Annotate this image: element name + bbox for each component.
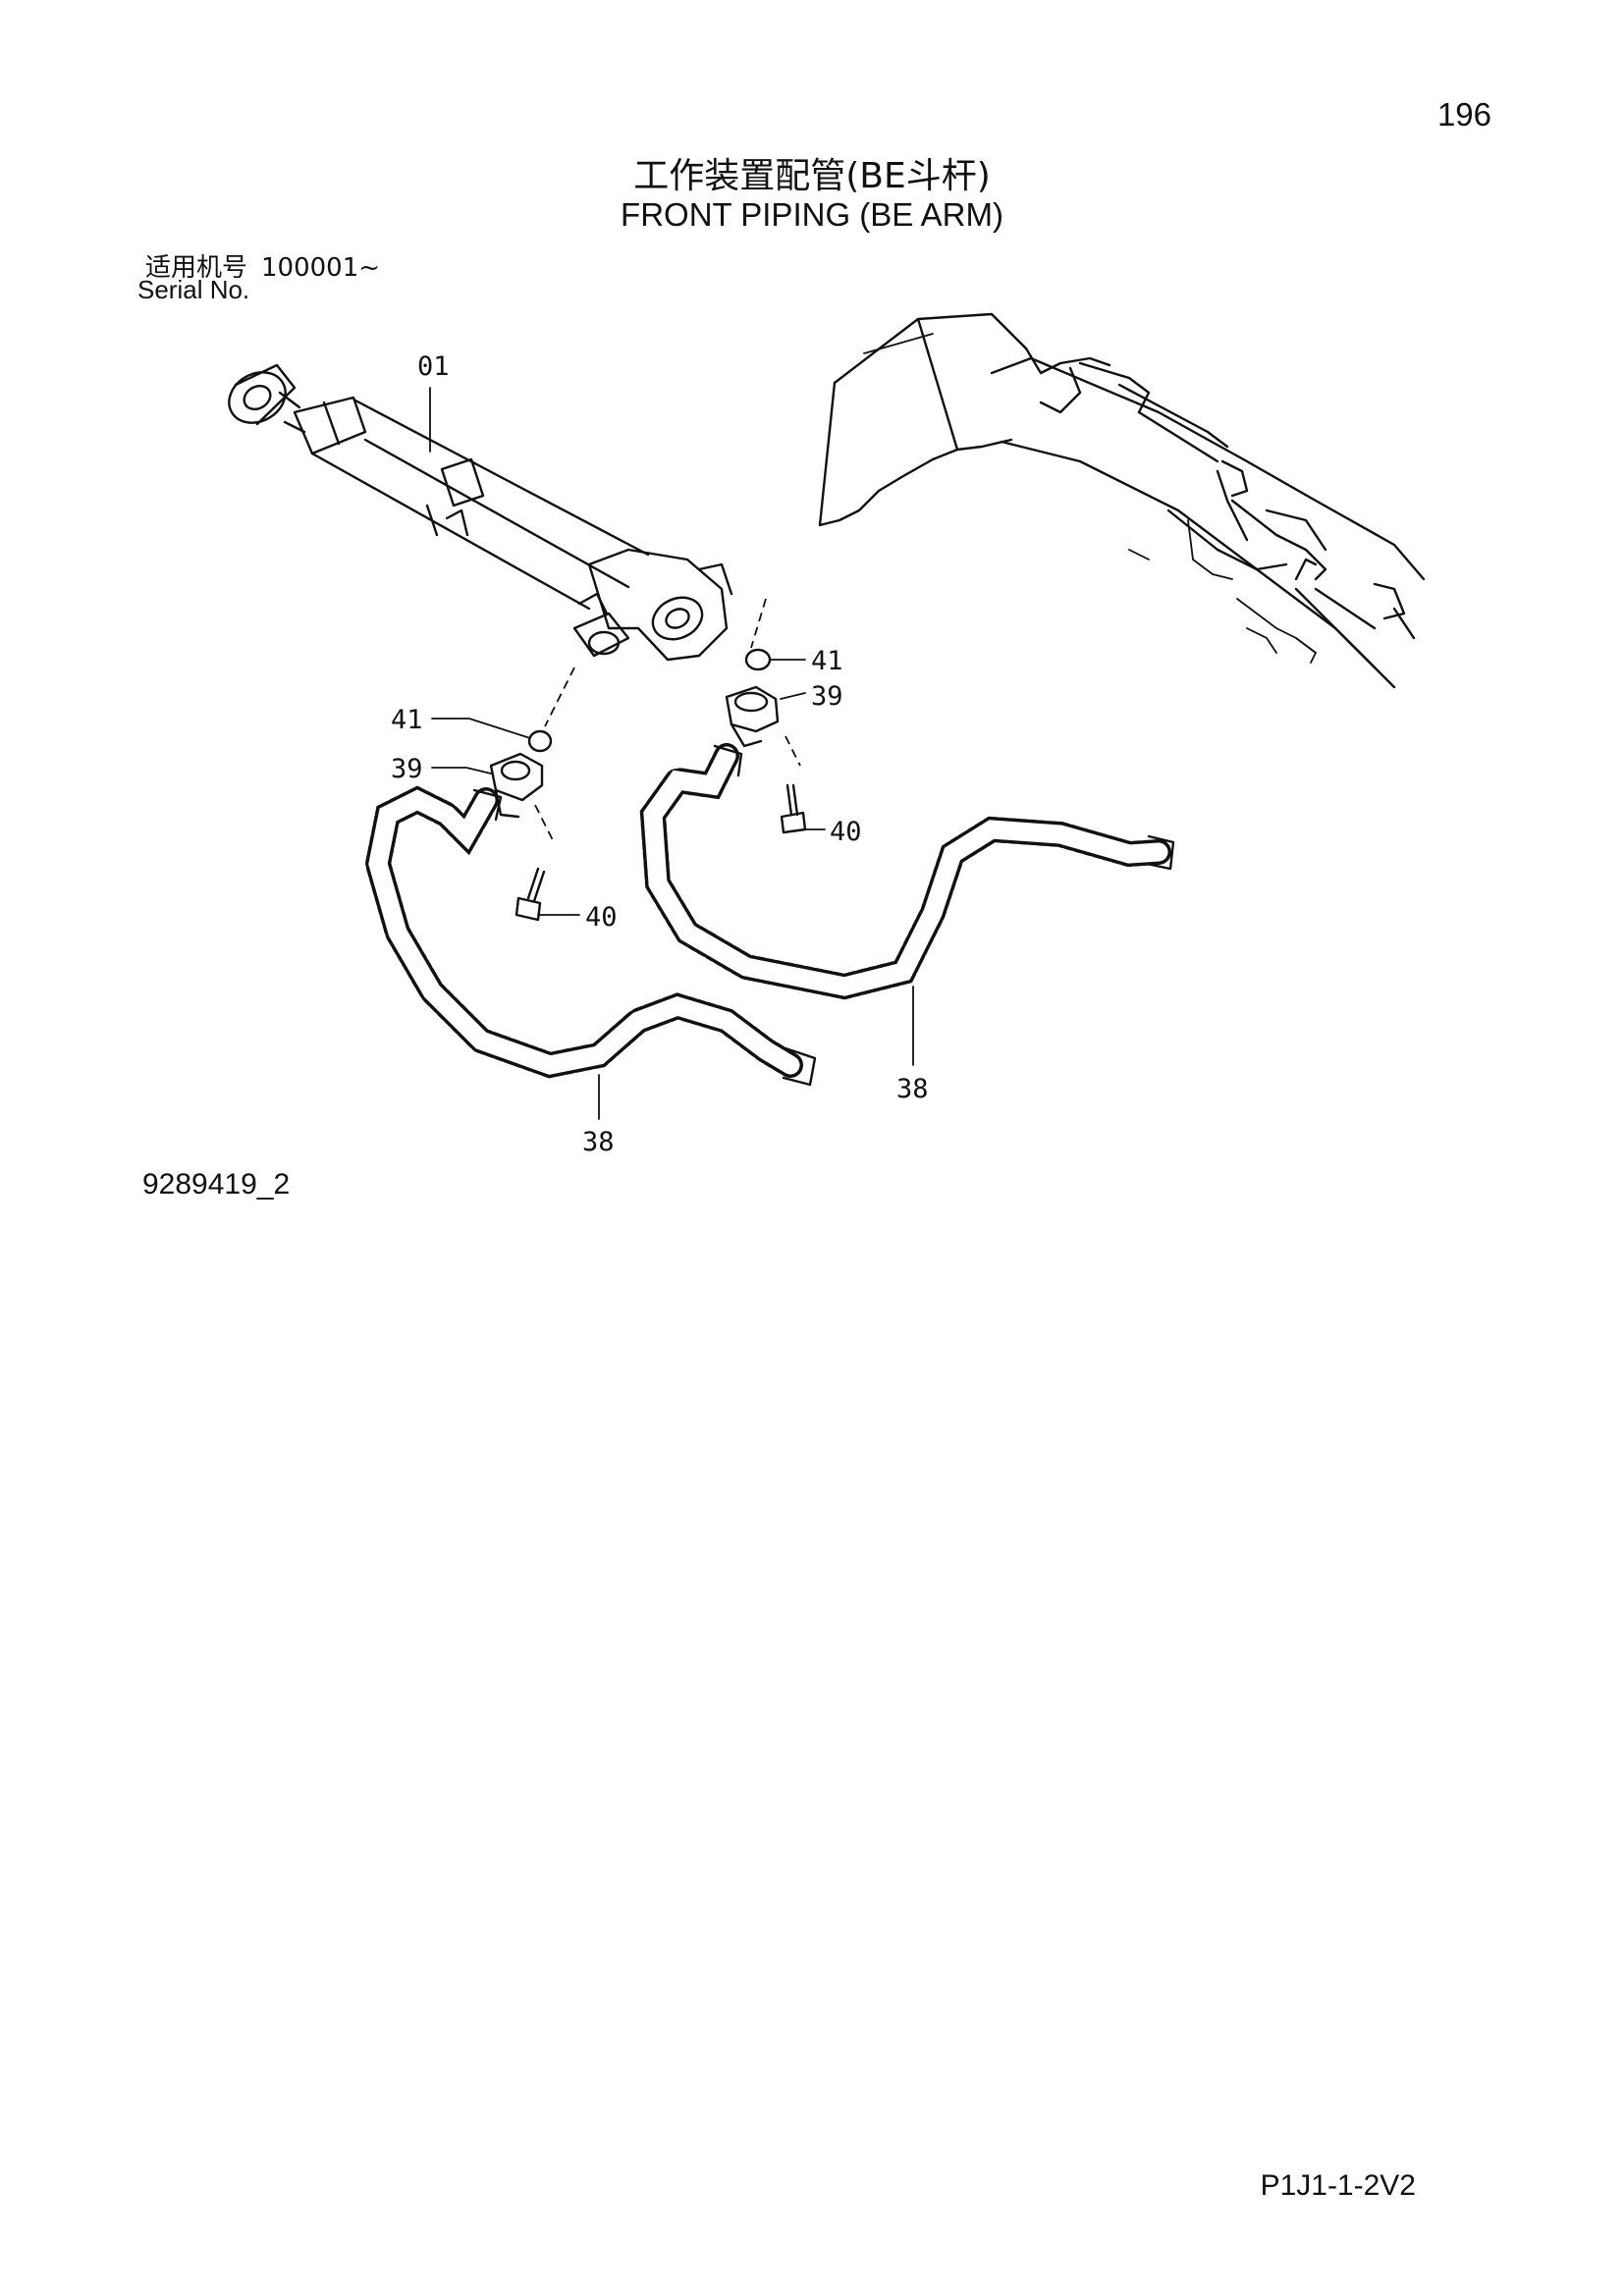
leader-lines <box>429 387 914 1120</box>
title-english: FRONT PIPING (BE ARM) <box>621 196 1003 233</box>
arm-cylinder-drawing <box>228 363 733 662</box>
excavator-arm-overview <box>818 312 1426 689</box>
callout-39-right: 39 <box>811 681 843 712</box>
callout-40-right: 40 <box>830 817 862 847</box>
callout-41-left: 41 <box>391 705 423 735</box>
callout-38-left: 38 <box>582 1127 615 1157</box>
callout-39-left: 39 <box>391 754 423 784</box>
serial-range: 100001~ <box>261 253 381 283</box>
serial-label-cn-text: 适用机号 <box>145 253 248 283</box>
serial-label-english: Serial No. <box>137 275 250 304</box>
drawing-number: 9289419_2 <box>142 1168 291 1201</box>
callout-38-right: 38 <box>896 1074 929 1104</box>
serial-label-chinese: 适用机号 100001~ <box>145 247 380 284</box>
callout-01: 01 <box>417 351 450 382</box>
page-number: 196 <box>1436 96 1491 133</box>
sheet-code: P1J1-1-2V2 <box>1260 2169 1416 2202</box>
callout-41-right: 41 <box>811 646 843 676</box>
fittings-drawing <box>364 598 1175 1087</box>
callout-labels: 01 41 39 41 39 40 40 38 38 <box>391 351 929 1157</box>
callout-40-left: 40 <box>585 902 618 933</box>
title-chinese: 工作装置配管(BE斗杆) <box>633 156 991 196</box>
